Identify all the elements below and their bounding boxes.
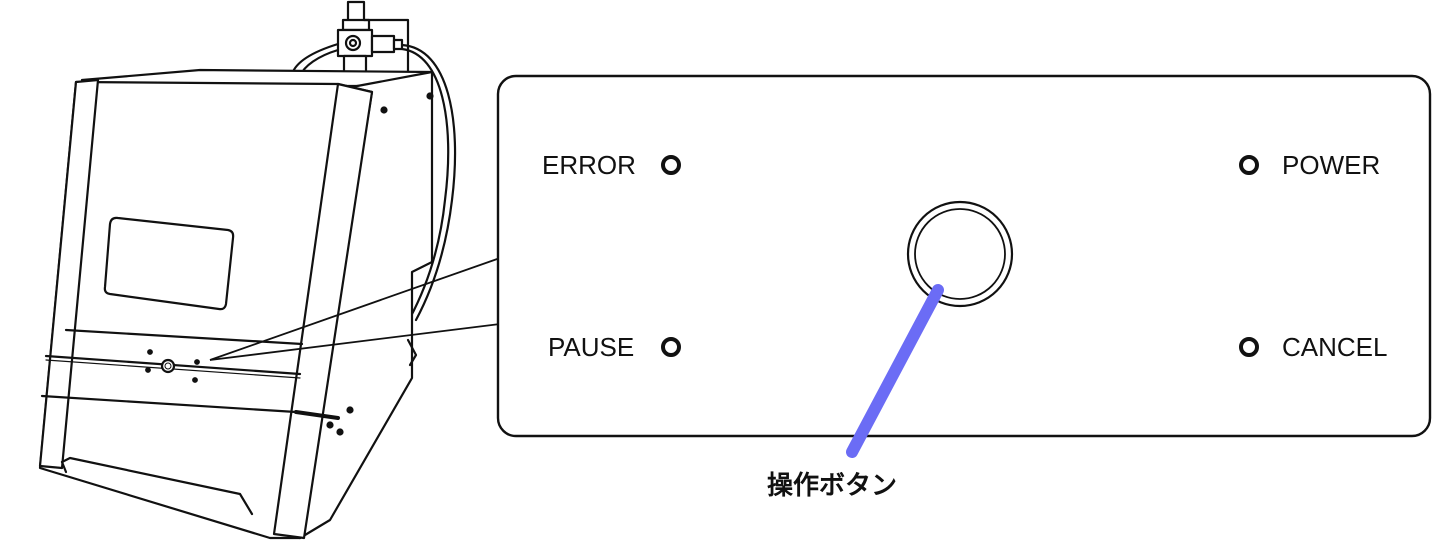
- power-led-icon: [1239, 155, 1259, 175]
- machine-window: [103, 216, 235, 311]
- error-label: ERROR: [542, 150, 636, 180]
- power-label: POWER: [1282, 150, 1380, 180]
- cancel-label: CANCEL: [1282, 332, 1387, 362]
- callout-wedge: [209, 257, 501, 361]
- pause-led-icon: [661, 337, 681, 357]
- callout-pointer: [846, 284, 944, 458]
- zoomed-control-panel: ERROR POWER PAUSE CANCEL: [496, 74, 1432, 438]
- operation-button-icon: [906, 200, 1014, 308]
- pause-label: PAUSE: [548, 332, 634, 362]
- machine-panel-button: [160, 358, 176, 374]
- cancel-led-icon: [1239, 337, 1259, 357]
- operation-button-label: 操作ボタン: [767, 471, 897, 501]
- error-led-icon: [661, 155, 681, 175]
- machine-illustration: [38, 0, 457, 540]
